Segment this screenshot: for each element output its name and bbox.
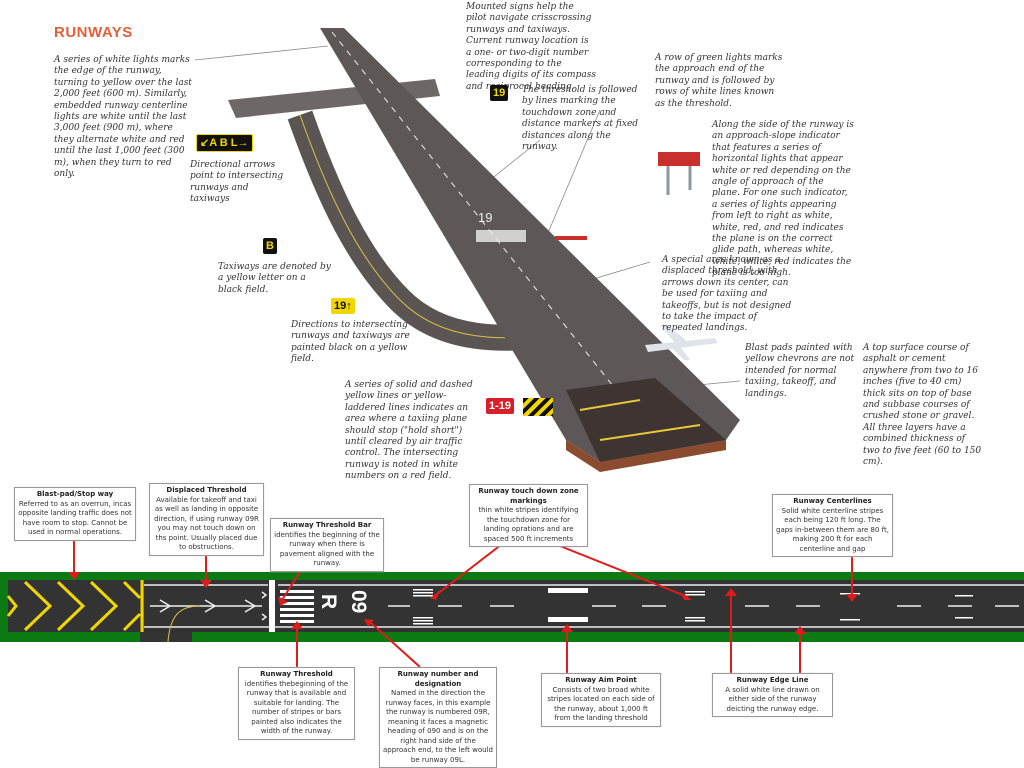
label-title: Runway Aim Point <box>565 676 637 684</box>
taxiway-sign: B <box>263 238 277 254</box>
threshold-bar <box>269 580 275 632</box>
note-taxiways: Taxiways are denoted by a yellow letter … <box>218 262 331 295</box>
label-text: thin white stripes identifying the touch… <box>478 506 579 543</box>
approach-slope-indicator-icon <box>658 152 700 195</box>
label-text: Named in the direction the runway faces,… <box>383 689 493 764</box>
note-directional-arrows: Directional arrows point to intersecting… <box>190 160 284 205</box>
label-text: Available for takeoff and taxi as well a… <box>154 495 259 552</box>
note-touchdown: The threshold is followed by lines marki… <box>522 85 639 153</box>
note-blast-pads: Blast pads painted with yellow chevrons … <box>745 343 855 399</box>
label-text: Referred to as an overrun, incas opposit… <box>18 499 132 537</box>
note-directions: Directions to intersecting runways and t… <box>291 320 410 365</box>
note-displaced: A special area known as a displaced thre… <box>662 255 792 334</box>
label-title: Blast-pad/Stop way <box>36 490 114 498</box>
label-title: Runway Edge Line <box>736 676 809 684</box>
blast-pad-surface <box>8 580 142 632</box>
chevrons <box>6 580 142 632</box>
label-title: Runway Threshold Bar <box>282 521 372 529</box>
page-title: RUNWAYS <box>54 24 133 41</box>
threshold-stripes <box>476 230 526 242</box>
label-text: identifies the beginning of the runway w… <box>274 530 380 568</box>
runway-layers <box>566 440 726 472</box>
runway-illustration: 19 <box>194 28 741 472</box>
directional-sign: ↙A B L→ <box>196 134 253 152</box>
airplane-icon <box>645 325 718 360</box>
runway-strip: R 09 <box>0 533 1024 673</box>
blast-pad <box>566 378 726 462</box>
note-mounted-signs: Mounted signs help the pilot navigate cr… <box>466 2 596 92</box>
displaced-arrows <box>150 591 268 621</box>
runway-hold-sign: 1-19 <box>486 398 515 414</box>
label-text: A solid white line drawn on either side … <box>725 685 820 713</box>
label-title: Runway touch down zone markings <box>478 487 579 505</box>
label-text: identifies thebeginning of the runway th… <box>244 679 349 736</box>
hazard-sign <box>523 398 553 416</box>
main-runway <box>320 28 740 462</box>
note-surface: A top surface course of asphalt or cemen… <box>863 343 982 468</box>
arrowheads <box>68 572 858 634</box>
label-title: Runway Threshold <box>260 670 333 678</box>
approach-lights <box>555 236 587 240</box>
runway-surface <box>144 580 1024 632</box>
aim-point-stripes <box>548 588 588 622</box>
direction-sign: 19↑ <box>331 298 355 314</box>
strip-runway-number: 09 <box>347 590 370 613</box>
label-text: Solid white centerline stripes each bein… <box>776 506 889 553</box>
note-edge-lights: A series of white lights marks the edge … <box>54 55 192 180</box>
label-title: Runway Centerlines <box>793 497 872 505</box>
strip-runway-side: R <box>317 594 340 609</box>
label-title: Displaced Threshold <box>166 486 247 494</box>
label-title: Runway number and designation <box>397 670 479 688</box>
label-text: Consists of two broad white stripes loca… <box>547 685 655 723</box>
touchdown-markings <box>413 589 973 625</box>
location-sign: 19 <box>490 85 509 101</box>
note-approach-slope: Along the side of the runway is an appro… <box>712 120 854 279</box>
note-hold-short: A series of solid and dashed yellow line… <box>345 380 473 482</box>
note-green-lights: A row of green lights marks the approach… <box>655 53 783 109</box>
painted-runway-number: 19 <box>478 210 492 225</box>
